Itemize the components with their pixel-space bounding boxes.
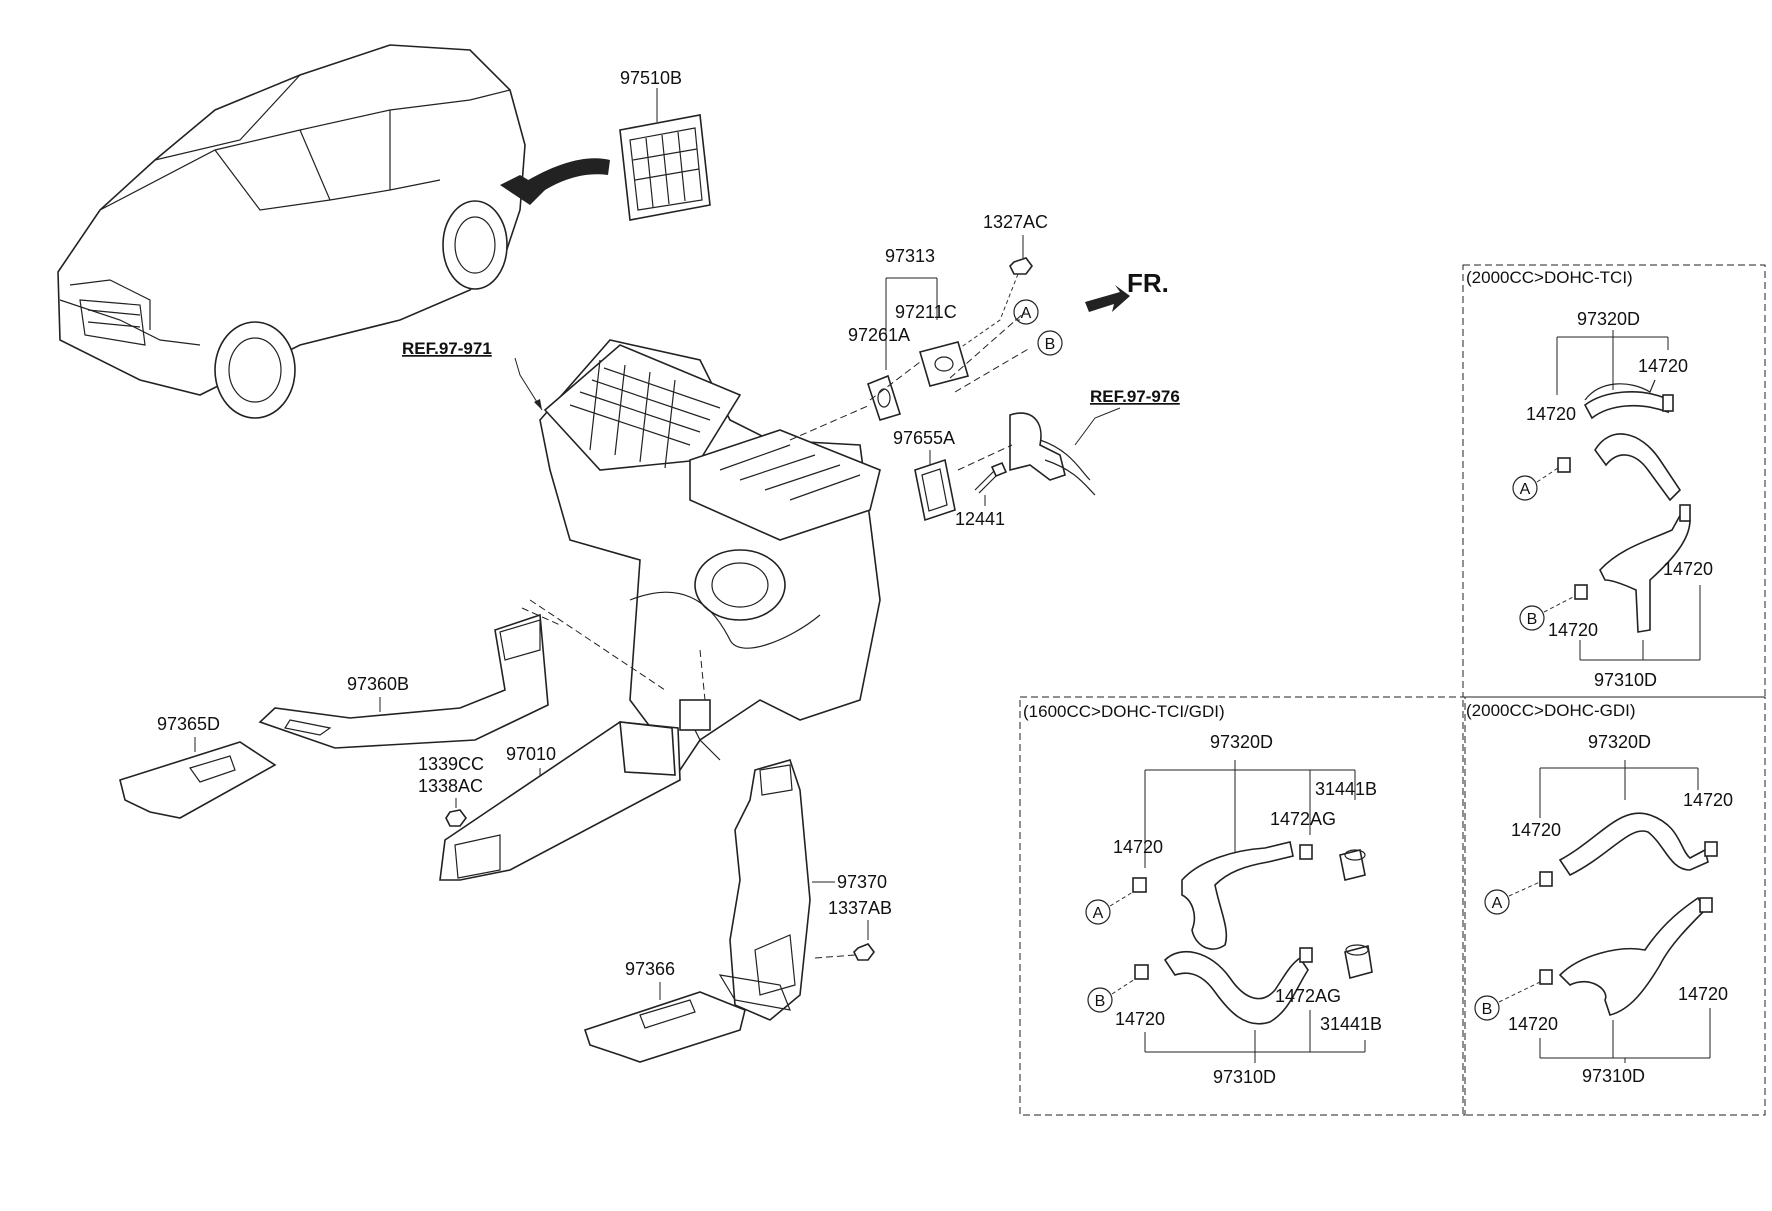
label-97510B: 97510B xyxy=(620,68,682,88)
label-14720-gdi2000-b: 14720 xyxy=(1511,820,1561,840)
label-14720-gdi2000-a: 14720 xyxy=(1683,790,1733,810)
label-97320D-tci2000: 97320D xyxy=(1577,309,1640,329)
label-97310D-tci2000: 97310D xyxy=(1594,670,1657,690)
connector-b-circle xyxy=(1037,330,1063,356)
connector-a-circle-gdi1600 xyxy=(1085,899,1111,925)
label-97365D: 97365D xyxy=(157,714,220,734)
label-14720-tci2000-c: 14720 xyxy=(1663,559,1713,579)
connector-b-label-gdi1600: B xyxy=(1095,993,1106,1010)
reference-labels: REF.97-971 REF.97-976 xyxy=(402,339,1180,446)
front-indicator: FR. xyxy=(1085,268,1169,312)
part-1337AB-nut: 1337AB xyxy=(814,898,892,961)
part-97365D-duct: 97365D xyxy=(119,714,277,819)
vehicle-illustration xyxy=(57,44,610,419)
box-title-gdi1600: (1600CC>DOHC-TCI/GDI) xyxy=(1023,702,1225,721)
label-97211C: 97211C xyxy=(895,302,957,322)
label-97010: 97010 xyxy=(506,744,556,764)
label-31441B-gdi1600-lower: 31441B xyxy=(1320,1014,1382,1034)
box-title-tci2000: (2000CC>DOHC-TCI) xyxy=(1466,268,1633,287)
label-1339CC: 1339CC xyxy=(418,754,484,774)
label-1337AB: 1337AB xyxy=(828,898,892,918)
label-97320D-gdi1600: 97320D xyxy=(1210,732,1273,752)
label-14720-gdi2000-c: 14720 xyxy=(1678,984,1728,1004)
connector-a-label: A xyxy=(1021,305,1032,322)
box-1600cc-dohc-tci-gdi: (1600CC>DOHC-TCI/GDI) 97320D 31441B 1472… xyxy=(1019,696,1466,1116)
connectors-center: A B xyxy=(949,299,1063,393)
part-97313-group: 97313 97211C 97261A xyxy=(789,246,969,441)
front-indicator-label: FR. xyxy=(1127,268,1169,298)
label-14720-gdi2000-d: 14720 xyxy=(1508,1014,1558,1034)
label-97370: 97370 xyxy=(837,872,887,892)
label-97366: 97366 xyxy=(625,959,675,979)
connector-a-label-tci2000: A xyxy=(1520,481,1531,498)
ref-97-971: REF.97-971 xyxy=(402,339,492,358)
box-2000cc-dohc-gdi: (2000CC>DOHC-GDI) 97320D 14720 14720 A B… xyxy=(1462,696,1766,1116)
part-12441-bolt: 12441 xyxy=(955,461,1008,529)
connector-b-circle-gdi1600 xyxy=(1087,987,1113,1013)
label-1472AG-gdi1600-lower: 1472AG xyxy=(1275,986,1341,1006)
part-97370-duct: 97370 xyxy=(729,759,887,1021)
label-1327AC: 1327AC xyxy=(983,212,1048,232)
hvac-unit xyxy=(539,339,881,772)
ref-97-976: REF.97-976 xyxy=(1090,387,1180,406)
label-14720-tci2000-a: 14720 xyxy=(1638,356,1688,376)
label-97310D-gdi2000: 97310D xyxy=(1582,1066,1645,1086)
part-97360B-duct: 97360B xyxy=(258,613,549,749)
label-14720-tci2000-d: 14720 xyxy=(1548,620,1598,640)
label-1338AC: 1338AC xyxy=(418,776,483,796)
box-title-gdi2000: (2000CC>DOHC-GDI) xyxy=(1466,701,1636,720)
connector-b-label-gdi2000: B xyxy=(1482,1001,1493,1018)
part-1339CC-1338AC-nut: 1339CC 1338AC xyxy=(418,754,484,827)
part-97366-duct: 97366 xyxy=(583,959,791,1063)
connector-b-label-tci2000: B xyxy=(1527,611,1538,628)
duct-dashed-guides xyxy=(529,599,706,701)
box-2000cc-dohc-tci: (2000CC>DOHC-TCI) 97320D 14720 14720 A 1… xyxy=(1462,264,1766,698)
label-97261A: 97261A xyxy=(848,325,910,345)
connector-b-circle-gdi2000 xyxy=(1474,995,1500,1021)
part-97010-duct: 97010 xyxy=(439,607,681,881)
heater-pipe-fitting xyxy=(957,412,1096,496)
label-97360B: 97360B xyxy=(347,674,409,694)
label-97313: 97313 xyxy=(885,246,935,266)
label-1472AG-gdi1600-upper: 1472AG xyxy=(1270,809,1336,829)
connector-b-label: B xyxy=(1045,336,1056,353)
part-97655A-gasket: 97655A xyxy=(893,428,956,522)
label-97655A: 97655A xyxy=(893,428,955,448)
part-1327AC-nut: 1327AC xyxy=(959,212,1048,349)
connector-a-circle xyxy=(1013,299,1039,325)
connector-a-circle-gdi2000 xyxy=(1484,889,1510,915)
connector-a-circle-tci2000 xyxy=(1512,475,1538,501)
connector-a-label-gdi2000: A xyxy=(1492,895,1503,912)
connector-b-circle-tci2000 xyxy=(1519,605,1545,631)
part-97510B-filter: 97510B xyxy=(619,68,711,221)
label-14720-gdi1600-upper: 14720 xyxy=(1113,837,1163,857)
label-12441: 12441 xyxy=(955,509,1005,529)
label-97310D-gdi1600: 97310D xyxy=(1213,1067,1276,1087)
label-14720-gdi1600-lower: 14720 xyxy=(1115,1009,1165,1029)
connector-a-label-gdi1600: A xyxy=(1093,905,1104,922)
label-31441B-gdi1600-upper: 31441B xyxy=(1315,779,1377,799)
label-97320D-gdi2000: 97320D xyxy=(1588,732,1651,752)
label-14720-tci2000-b: 14720 xyxy=(1526,404,1576,424)
